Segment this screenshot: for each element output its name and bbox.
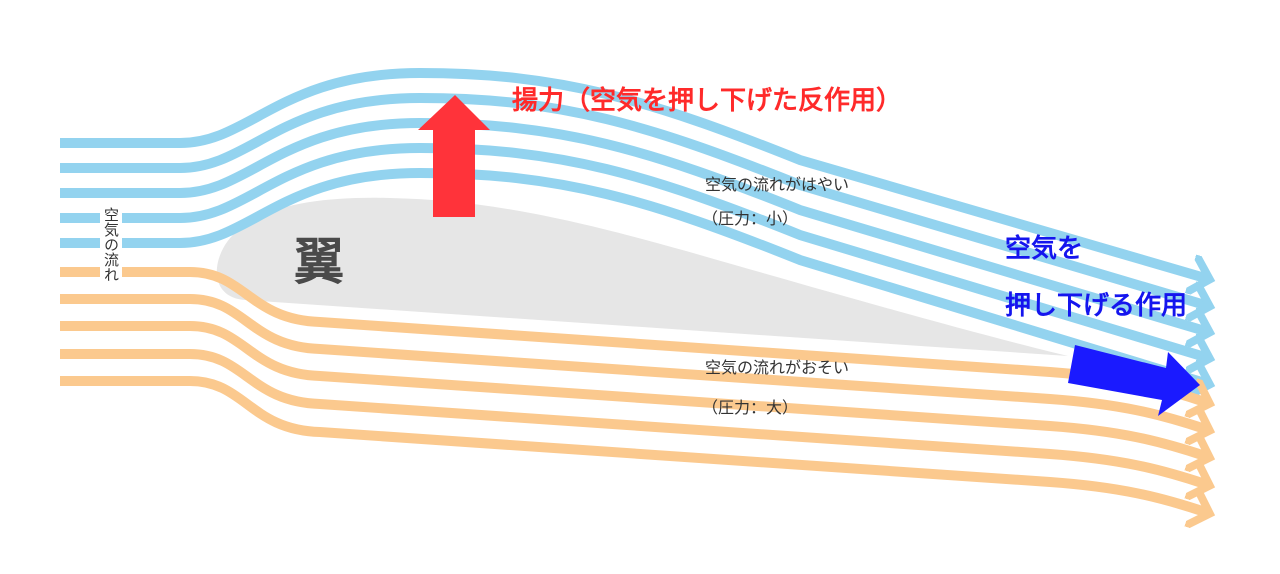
downwash-label-line2: 押し下げる作用 [1005, 291, 1188, 321]
lift-label: 揚力（空気を押し下げた反作用） [512, 86, 903, 116]
lower-flow-label: 空気の流れがおそい [705, 358, 850, 377]
streamline-upper [60, 142, 1205, 357]
streamline-lower [60, 376, 1205, 512]
streamline-upper [60, 92, 1205, 305]
upper-flow-label: 空気の流れがはやい [705, 175, 850, 194]
upper-pressure-label: （圧力：小） [702, 209, 799, 228]
lower-pressure-label: （圧力：大） [702, 398, 799, 417]
downwash-label-line1: 空気を [1005, 234, 1084, 264]
upper-streamlines [60, 67, 1205, 383]
streamline-lower [60, 349, 1205, 484]
downwash-arrow [1068, 345, 1200, 416]
wing-label: 翼 [294, 233, 344, 291]
streamline-upper [60, 167, 1205, 383]
airflow-label: 空気の流れ [100, 205, 122, 284]
wing-shape [216, 197, 1068, 356]
streamline-lower [60, 321, 1205, 456]
streamline-upper [60, 67, 1205, 278]
lift-arrow [418, 95, 490, 217]
